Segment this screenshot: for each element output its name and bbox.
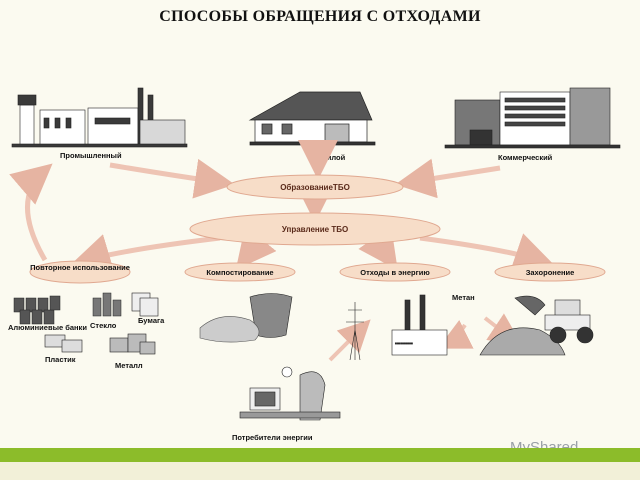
waste-to-energy-oval <box>339 262 451 282</box>
footer-bottom <box>0 462 640 480</box>
material-paper-label: Бумага <box>138 316 165 325</box>
material-glass-label: Стекло <box>90 321 117 330</box>
material-aluminum-label: Алюминиевые банки <box>8 323 87 332</box>
method-waste-to-energy-label: Отходы в энергию <box>360 268 430 277</box>
method-composting-label: Компостирование <box>206 268 273 277</box>
compost-bin-icon <box>199 293 293 343</box>
residential-house-icon <box>248 91 376 146</box>
industrial-factory-icon <box>11 87 188 148</box>
aluminum-cans-icon <box>13 295 61 325</box>
generation-oval <box>226 174 404 200</box>
plastic-blocks-icon <box>44 334 83 353</box>
material-metal-label: Металл <box>115 361 143 370</box>
method-landfill-label: Захоронение <box>526 268 575 277</box>
methane-label: Метан <box>452 293 475 302</box>
generation-label: ОбразованиеТБО <box>280 183 350 192</box>
paper-stack-icon <box>131 292 159 317</box>
glass-bottles-icon <box>92 292 122 317</box>
metal-crates-icon <box>109 333 156 355</box>
commercial-building-icon <box>444 87 621 149</box>
composting-oval <box>184 262 296 282</box>
method-reuse-label: Повторное использование <box>30 263 130 272</box>
management-label: Управление ТБО <box>282 225 348 234</box>
material-plastic-label: Пластик <box>45 355 76 364</box>
source-residential-label: Жилой <box>319 153 346 162</box>
landfill-oval <box>494 262 606 282</box>
landfill-bulldozer-icon <box>479 295 594 356</box>
svg-text:▪▪▪▪▪▪▪▪▪▪: ▪▪▪▪▪▪▪▪▪▪ <box>395 341 413 347</box>
source-commercial-label: Коммерческий <box>498 153 553 162</box>
reuse-oval <box>29 260 131 284</box>
management-oval <box>189 212 441 246</box>
page-title: СПОСОБЫ ОБРАЩЕНИЯ С ОТХОДАМИ <box>159 8 481 25</box>
consumers-label: Потребители энергии <box>232 433 313 442</box>
footer-bar <box>0 448 640 462</box>
power-plant-icon: ▪▪▪▪▪▪▪▪▪▪ <box>346 294 448 361</box>
source-industrial-label: Промышленный <box>60 151 122 160</box>
flow-arrows <box>9 140 555 362</box>
energy-consumers-icon <box>239 366 341 421</box>
